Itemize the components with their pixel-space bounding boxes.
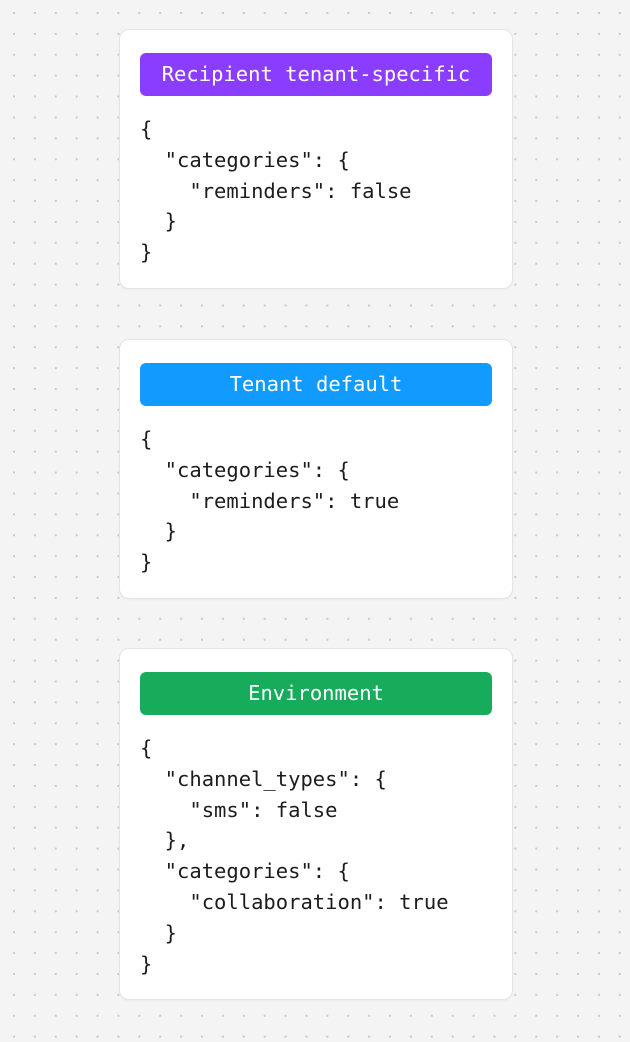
card-badge-recipient-tenant-specific: Recipient tenant-specific [140, 53, 492, 96]
card-tenant-default: Tenant default { "categories": { "remind… [119, 339, 513, 599]
card-badge-tenant-default: Tenant default [140, 363, 492, 406]
card-recipient-tenant-specific: Recipient tenant-specific { "categories"… [119, 29, 513, 289]
card-badge-environment: Environment [140, 672, 492, 715]
card-json-environment: { "channel_types": { "sms": false }, "ca… [140, 736, 449, 976]
card-environment: Environment { "channel_types": { "sms": … [119, 648, 513, 1001]
card-json-tenant-default: { "categories": { "reminders": true } } [140, 427, 400, 575]
card-json-recipient-tenant-specific: { "categories": { "reminders": false } } [140, 117, 412, 265]
